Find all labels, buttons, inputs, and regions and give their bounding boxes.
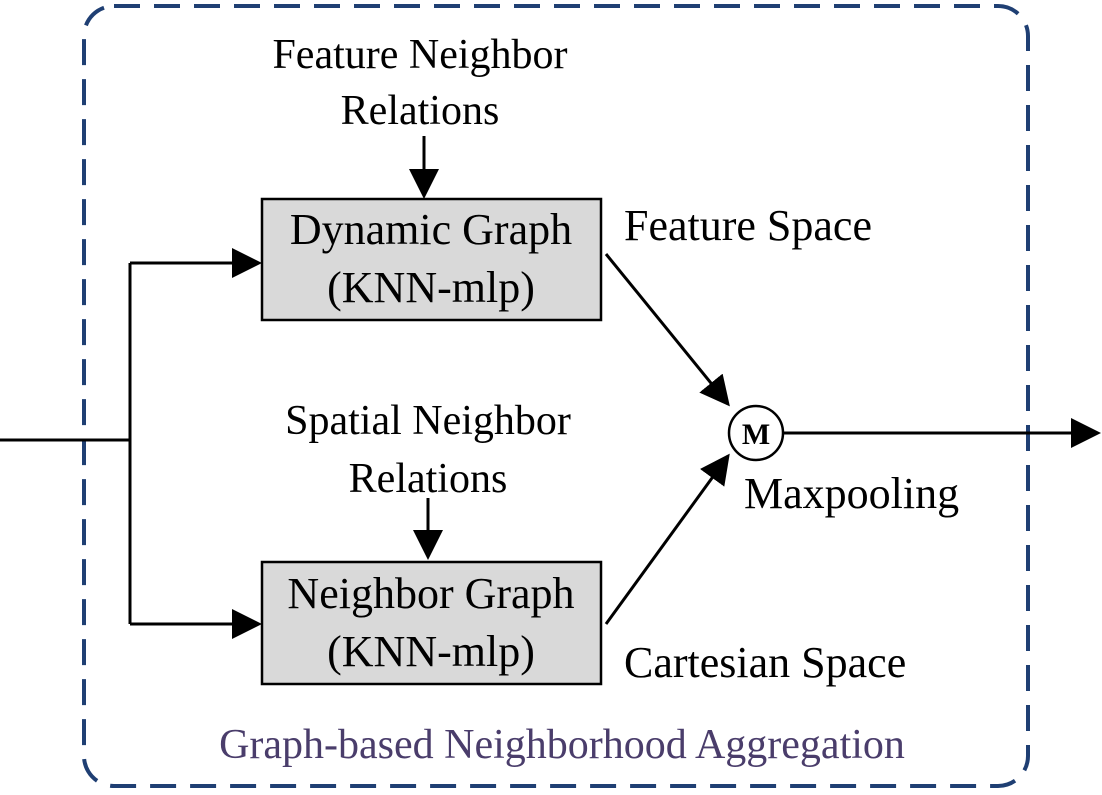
feature-space-label: Feature Space	[624, 201, 872, 250]
dynamic-graph-box-line1: Dynamic Graph	[290, 205, 572, 254]
spatial-neighbor-relations-label-line1: Spatial Neighbor	[285, 398, 571, 444]
arrow-neighbor-graph-to-merge	[604, 453, 730, 625]
arrow-dynamic-graph-to-merge	[604, 253, 730, 407]
dynamic-graph-box	[260, 197, 603, 322]
spatial-neighbor-relations-label-line2: Relations	[349, 456, 508, 502]
aggregation-container-border	[82, 4, 1030, 788]
feature-neighbor-relations-label-line1: Feature Neighbor	[272, 32, 567, 78]
cartesian-space-label: Cartesian Space	[624, 638, 906, 687]
neighbor-graph-box	[260, 560, 603, 686]
maxpooling-merge-node	[727, 404, 785, 462]
dynamic-graph-box-line2: (KNN-mlp)	[327, 263, 535, 312]
feature-neighbor-relations-label-line2: Relations	[341, 88, 500, 134]
maxpooling-label: Maxpooling	[744, 469, 959, 518]
merge-symbol: M	[742, 418, 770, 451]
neighbor-graph-box-line2: (KNN-mlp)	[327, 627, 535, 676]
container-caption: Graph-based Neighborhood Aggregation	[219, 722, 905, 768]
neighbor-graph-box-line1: Neighbor Graph	[287, 569, 574, 618]
